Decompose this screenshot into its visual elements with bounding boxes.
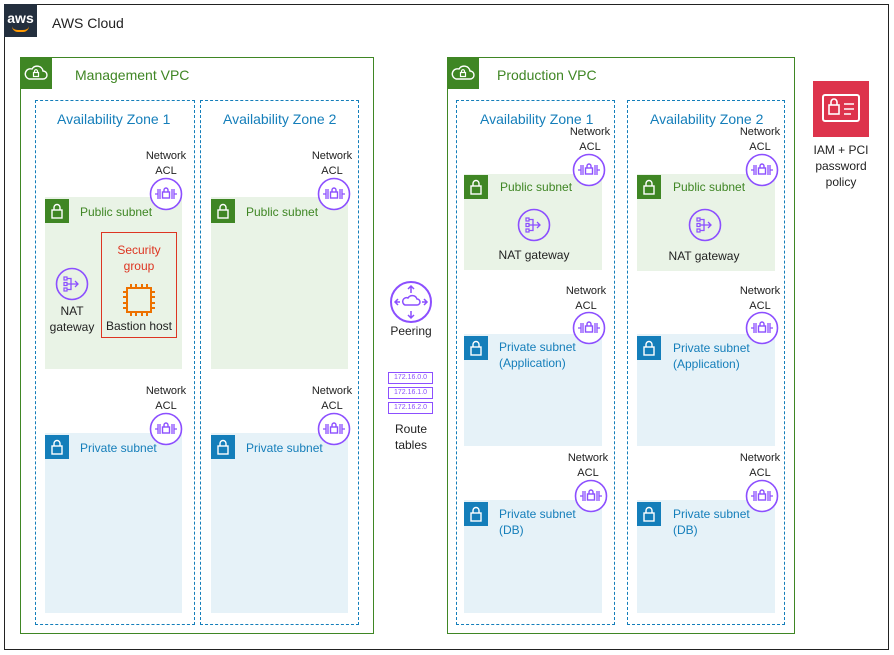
network-acl-icon bbox=[745, 153, 779, 187]
prod-az1-public-label: Public subnet bbox=[500, 180, 573, 194]
mgmt-az2-public-subnet bbox=[211, 197, 348, 369]
prod-az1-db-acl-label: Network ACL bbox=[567, 452, 609, 479]
production-vpc-title: Production VPC bbox=[497, 67, 597, 83]
mgmt-az2-private-acl-label: Network ACL bbox=[311, 385, 353, 412]
prod-az2-nat-label: NAT gateway bbox=[668, 249, 740, 263]
mgmt-az1-title: Availability Zone 1 bbox=[57, 111, 171, 127]
mgmt-az1-private-acl-label: Network ACL bbox=[145, 385, 187, 412]
prod-az1-db-label: Private subnet (DB) bbox=[499, 507, 576, 537]
security-group-title: Security group bbox=[117, 243, 161, 273]
prod-az1-app-label: Private subnet (Application) bbox=[499, 340, 576, 370]
lock-icon bbox=[464, 175, 488, 199]
security-group bbox=[101, 232, 177, 338]
network-acl-icon bbox=[149, 412, 183, 446]
mgmt-az2-title: Availability Zone 2 bbox=[223, 111, 337, 127]
iam-label: IAM + PCI password policy bbox=[813, 143, 869, 189]
route-entry: 172.16.1.0 bbox=[388, 387, 433, 399]
prod-az2 bbox=[627, 100, 785, 625]
prod-az2-public-label: Public subnet bbox=[673, 180, 746, 194]
lock-icon bbox=[45, 199, 69, 223]
route-entry: 172.16.2.0 bbox=[388, 402, 433, 414]
prod-az2-app-label: Private subnet (Application) bbox=[673, 341, 750, 371]
nat-gateway-icon bbox=[55, 267, 89, 301]
prod-az1-nat-label: NAT gateway bbox=[498, 248, 570, 262]
aws-logo-icon: aws bbox=[4, 4, 37, 37]
aws-cloud-boundary bbox=[4, 4, 889, 650]
peering-label: Peering bbox=[390, 324, 432, 338]
prod-az1-title: Availability Zone 1 bbox=[480, 111, 594, 127]
nat-gateway-icon bbox=[517, 208, 551, 242]
prod-az1 bbox=[456, 100, 615, 625]
mgmt-az1 bbox=[35, 100, 195, 625]
network-acl-icon bbox=[745, 311, 779, 345]
network-acl-icon bbox=[572, 153, 606, 187]
mgmt-az2-private-label: Private subnet bbox=[246, 441, 323, 455]
cloud-title: AWS Cloud bbox=[52, 15, 124, 31]
network-acl-icon bbox=[574, 479, 608, 513]
prod-az2-db-acl-label: Network ACL bbox=[739, 452, 781, 479]
prod-az2-public-acl-label: Network ACL bbox=[739, 126, 781, 153]
prod-az2-db-label: Private subnet (DB) bbox=[673, 507, 750, 537]
network-acl-icon bbox=[572, 311, 606, 345]
prod-az2-title: Availability Zone 2 bbox=[650, 111, 764, 127]
mgmt-az1-public-acl-label: Network ACL bbox=[145, 150, 187, 177]
lock-icon bbox=[637, 336, 661, 360]
bastion-host-label: Bastion host bbox=[105, 319, 173, 333]
lock-icon bbox=[464, 336, 488, 360]
network-acl-icon bbox=[149, 177, 183, 211]
prod-az1-public-acl-label: Network ACL bbox=[569, 126, 611, 153]
chip-icon bbox=[119, 280, 159, 320]
mgmt-az1-public-label: Public subnet bbox=[80, 205, 153, 219]
iam-badge-icon bbox=[813, 81, 869, 137]
lock-icon bbox=[637, 175, 661, 199]
mgmt-az2-private-subnet bbox=[211, 433, 348, 613]
mgmt-nat-label: NAT gateway bbox=[49, 304, 95, 334]
prod-az2-app-acl-label: Network ACL bbox=[739, 285, 781, 312]
vpc-cloud-icon bbox=[20, 57, 52, 89]
network-acl-icon bbox=[317, 412, 351, 446]
production-vpc bbox=[447, 57, 795, 634]
lock-icon bbox=[45, 435, 69, 459]
aws-logo-text: aws bbox=[7, 10, 34, 26]
lock-icon bbox=[211, 435, 235, 459]
management-vpc-title: Management VPC bbox=[75, 67, 190, 83]
lock-icon bbox=[211, 199, 235, 223]
route-entry: 172.16.0.0 bbox=[388, 372, 433, 384]
mgmt-az1-private-subnet bbox=[45, 433, 182, 613]
vpc-cloud-icon bbox=[447, 57, 479, 89]
peering-icon bbox=[389, 280, 433, 324]
nat-gateway-icon bbox=[688, 208, 722, 242]
mgmt-az2-public-label: Public subnet bbox=[246, 205, 319, 219]
lock-icon bbox=[637, 502, 661, 526]
mgmt-az2-public-acl-label: Network ACL bbox=[311, 150, 353, 177]
mgmt-az2 bbox=[200, 100, 359, 625]
route-table-icon: 172.16.0.0 172.16.1.0 172.16.2.0 bbox=[388, 372, 433, 414]
route-tables-label: Route tables bbox=[394, 422, 428, 452]
mgmt-az1-private-label: Private subnet bbox=[80, 441, 157, 455]
network-acl-icon bbox=[317, 177, 351, 211]
network-acl-icon bbox=[745, 479, 779, 513]
lock-icon bbox=[464, 502, 488, 526]
management-vpc bbox=[20, 57, 374, 634]
prod-az1-app-acl-label: Network ACL bbox=[565, 285, 607, 312]
